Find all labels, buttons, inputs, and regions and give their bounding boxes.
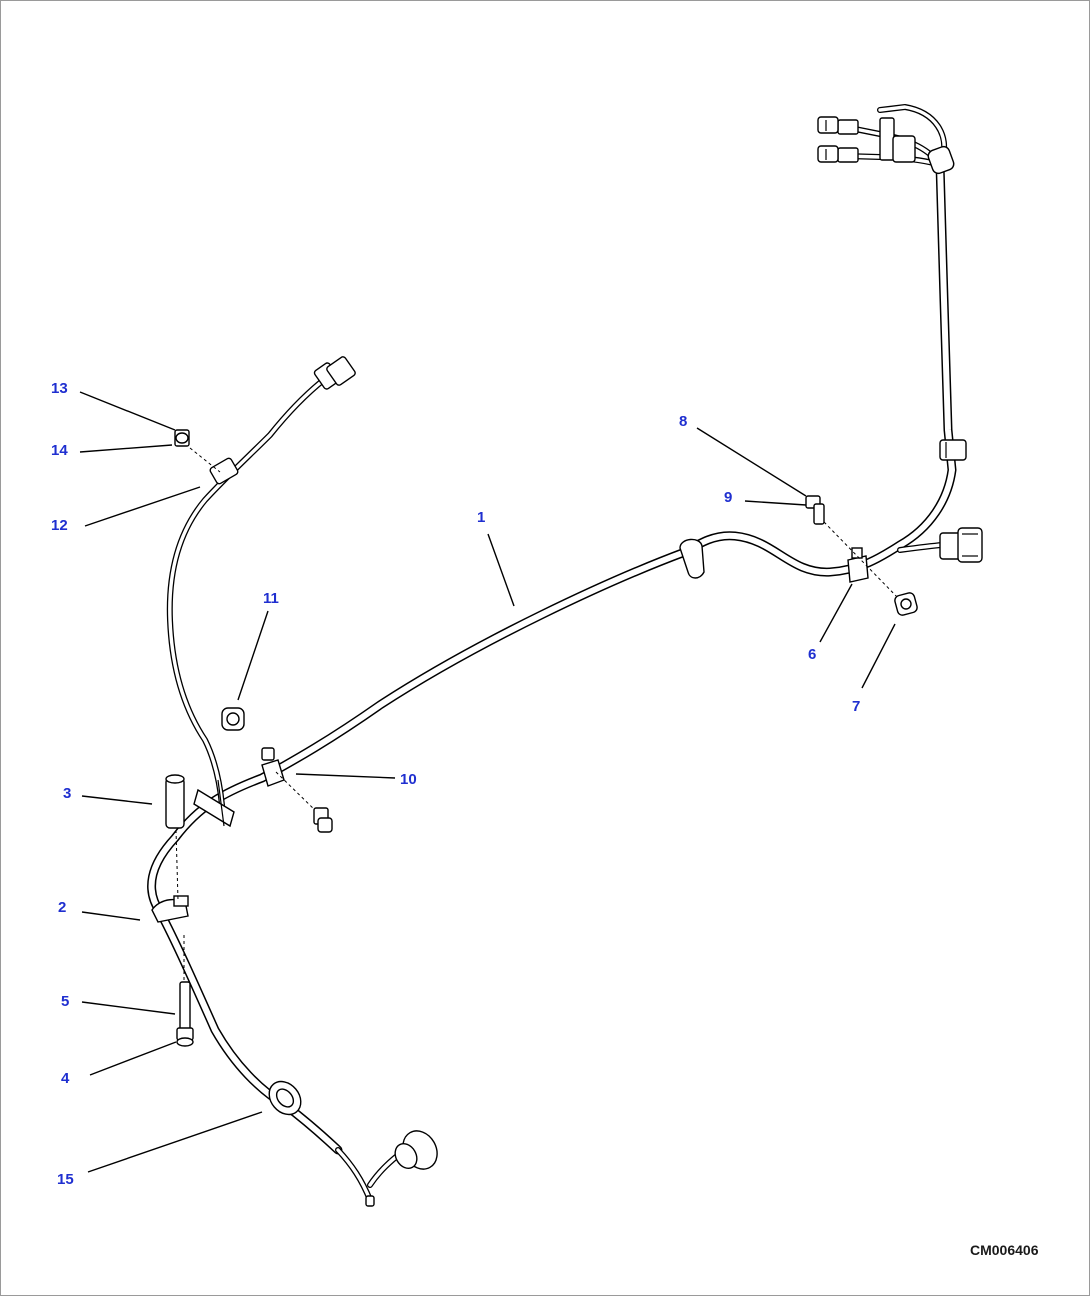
callout-2: 2	[58, 899, 66, 916]
callout-4: 4	[61, 1070, 70, 1087]
right-connector	[897, 527, 983, 563]
callout-7: 7	[852, 698, 860, 715]
top-connector-cluster	[817, 104, 955, 175]
callout-12: 12	[51, 517, 68, 534]
part-5-4-bolt-washer	[176, 935, 194, 1047]
grommet-15	[268, 1080, 302, 1116]
part-11-nut	[221, 707, 321, 816]
callout-labels: 1 2 3 4 5 6 7 8 9 10 11 12 13 14 15	[51, 380, 860, 1188]
bottom-connector	[335, 1130, 438, 1207]
clamp-10	[261, 747, 285, 787]
part-13-14-nut-washer	[174, 429, 221, 473]
callout-9: 9	[724, 489, 732, 506]
main-harness	[147, 160, 957, 1155]
callout-3: 3	[63, 785, 71, 802]
branch-harness	[166, 356, 356, 828]
callout-14: 14	[51, 442, 68, 459]
clamp-upper-right	[939, 439, 967, 461]
drawing-code: CM006406	[970, 1242, 1039, 1258]
callout-5: 5	[61, 993, 69, 1010]
part-7-nut	[894, 592, 918, 616]
clamp-6	[847, 547, 869, 583]
callout-11: 11	[263, 590, 279, 607]
callout-10: 10	[400, 771, 417, 788]
part-10-bolt	[313, 807, 333, 833]
clamp-mid	[679, 538, 705, 579]
callout-15: 15	[57, 1171, 74, 1188]
part-9-8-bolt	[805, 495, 901, 601]
callout-8: 8	[679, 413, 687, 430]
part-3-spacer	[165, 774, 185, 901]
leader-lines	[79, 391, 896, 1173]
clamp-2	[151, 895, 189, 923]
callout-1: 1	[477, 509, 485, 526]
callout-6: 6	[808, 646, 816, 663]
callout-13: 13	[51, 380, 68, 397]
